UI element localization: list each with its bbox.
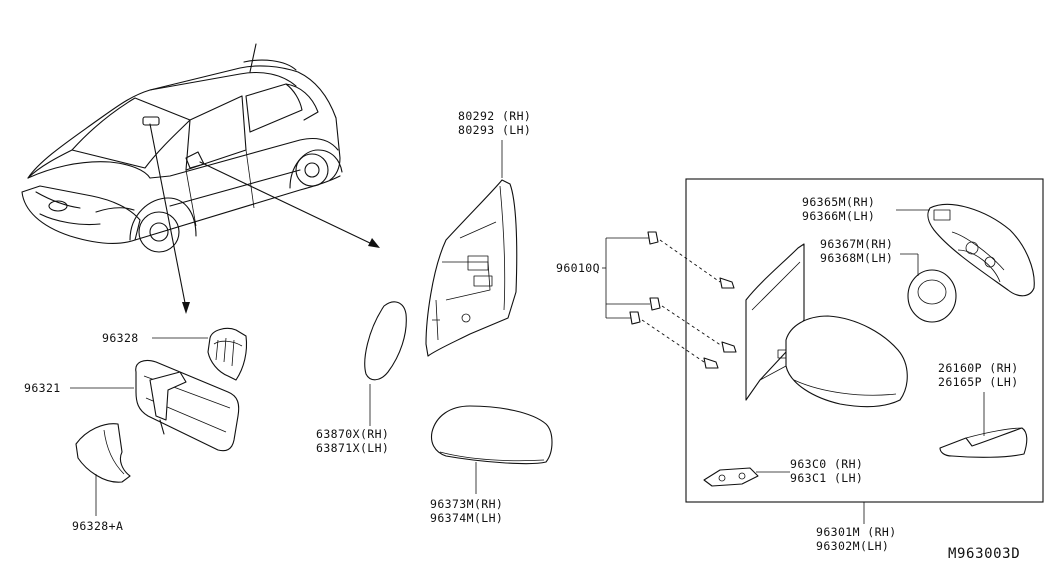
label-96321: 96321 bbox=[24, 381, 61, 395]
label-96302m: 96302M(LH) bbox=[816, 539, 889, 553]
holder-96365m bbox=[927, 203, 1035, 297]
vehicle-illustration bbox=[21, 43, 343, 253]
label-63870x: 63870X(RH) bbox=[316, 427, 389, 441]
label-63871x: 63871X(LH) bbox=[316, 441, 389, 455]
mirror-cover-96373m bbox=[430, 405, 553, 465]
label-96010q: 96010Q bbox=[556, 261, 600, 275]
inside-mirror-cover-96328 bbox=[207, 327, 248, 381]
label-80293: 80293 (LH) bbox=[458, 123, 531, 137]
pointer-arrows bbox=[149, 123, 380, 314]
inside-mirror-cover-96328a bbox=[75, 423, 131, 483]
label-96328a: 96328+A bbox=[72, 519, 123, 533]
label-26165p: 26165P (LH) bbox=[938, 375, 1019, 389]
motor-96367m bbox=[907, 269, 957, 323]
label-96365m: 96365M(RH) bbox=[802, 195, 875, 209]
label-96368m: 96368M(LH) bbox=[820, 251, 893, 265]
turn-lamp-26160p bbox=[939, 427, 1028, 458]
inside-mirror-96321 bbox=[135, 359, 240, 452]
label-96374m: 96374M(LH) bbox=[430, 511, 503, 525]
drawing-code: M963003D bbox=[948, 546, 1020, 562]
bracket-963c0 bbox=[703, 467, 759, 487]
label-96301m: 96301M (RH) bbox=[816, 525, 897, 539]
label-80292: 80292 (RH) bbox=[458, 109, 531, 123]
corner-finisher-80292 bbox=[425, 179, 518, 357]
mirror-assembly-box bbox=[685, 178, 1044, 503]
label-96373m: 96373M(RH) bbox=[430, 497, 503, 511]
label-963c1: 963C1 (LH) bbox=[790, 471, 863, 485]
label-963c0: 963C0 (RH) bbox=[790, 457, 863, 471]
door-mirror-assembly bbox=[745, 243, 908, 408]
label-96366m: 96366M(LH) bbox=[802, 209, 875, 223]
part-labels: 80292 (RH) 80293 (LH) 96010Q 96365M(RH) … bbox=[24, 109, 1020, 562]
label-96328: 96328 bbox=[102, 331, 139, 345]
label-26160p: 26160P (RH) bbox=[938, 361, 1019, 375]
screw-96010q bbox=[602, 231, 737, 369]
label-96367m: 96367M(RH) bbox=[820, 237, 893, 251]
mirror-glass-63870x bbox=[364, 301, 407, 381]
